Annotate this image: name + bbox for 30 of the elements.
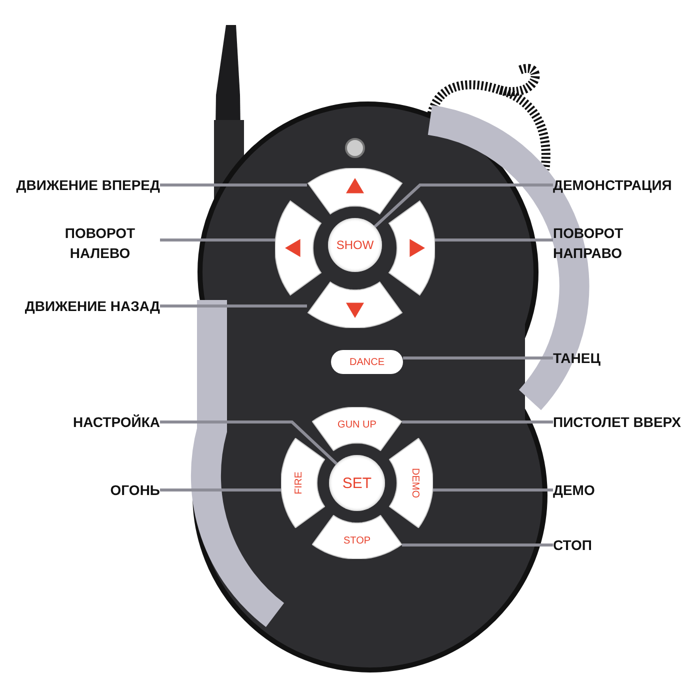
callout-label: ОГОНЬ (0, 480, 160, 500)
leader-line (374, 184, 553, 228)
arrow-button (275, 200, 322, 296)
leader-line (403, 356, 553, 360)
arrow-button (388, 200, 435, 296)
leader-line (160, 488, 281, 492)
curved-button: GUN UP (312, 407, 402, 451)
callout-label: ДЕМОНСТРАЦИЯ (553, 175, 693, 195)
callout-label: ПИСТОЛЕТ ВВЕРХ (553, 412, 698, 432)
callout-label: ТАНЕЦ (553, 348, 653, 368)
arrow-button (307, 168, 403, 215)
callout-label: ДВИЖЕНИЕ ВПЕРЕД (0, 175, 160, 195)
leader-line (435, 238, 553, 242)
leader-line (433, 488, 553, 492)
callout-label: ПОВОРОТ НАПРАВО (553, 223, 653, 263)
callout-label: СТОП (553, 535, 653, 555)
arrow-button (307, 281, 403, 328)
callout-label: НАСТРОЙКА (0, 412, 160, 432)
curved-button: FIRE (281, 438, 325, 528)
leader-line (160, 238, 275, 242)
pill-button: DANCE (331, 350, 403, 374)
leader-line (402, 420, 553, 424)
curved-button: STOP (312, 515, 402, 559)
leader-line (160, 184, 307, 186)
callout-label: ДЕМО (553, 480, 653, 500)
callout-label: ДВИЖЕНИЕ НАЗАД (0, 296, 160, 316)
leader-line (160, 420, 338, 465)
callout-label: ПОВОРОТ НАЛЕВО (40, 223, 160, 263)
curved-button: DEMO (389, 438, 433, 528)
leader-line (160, 304, 307, 308)
